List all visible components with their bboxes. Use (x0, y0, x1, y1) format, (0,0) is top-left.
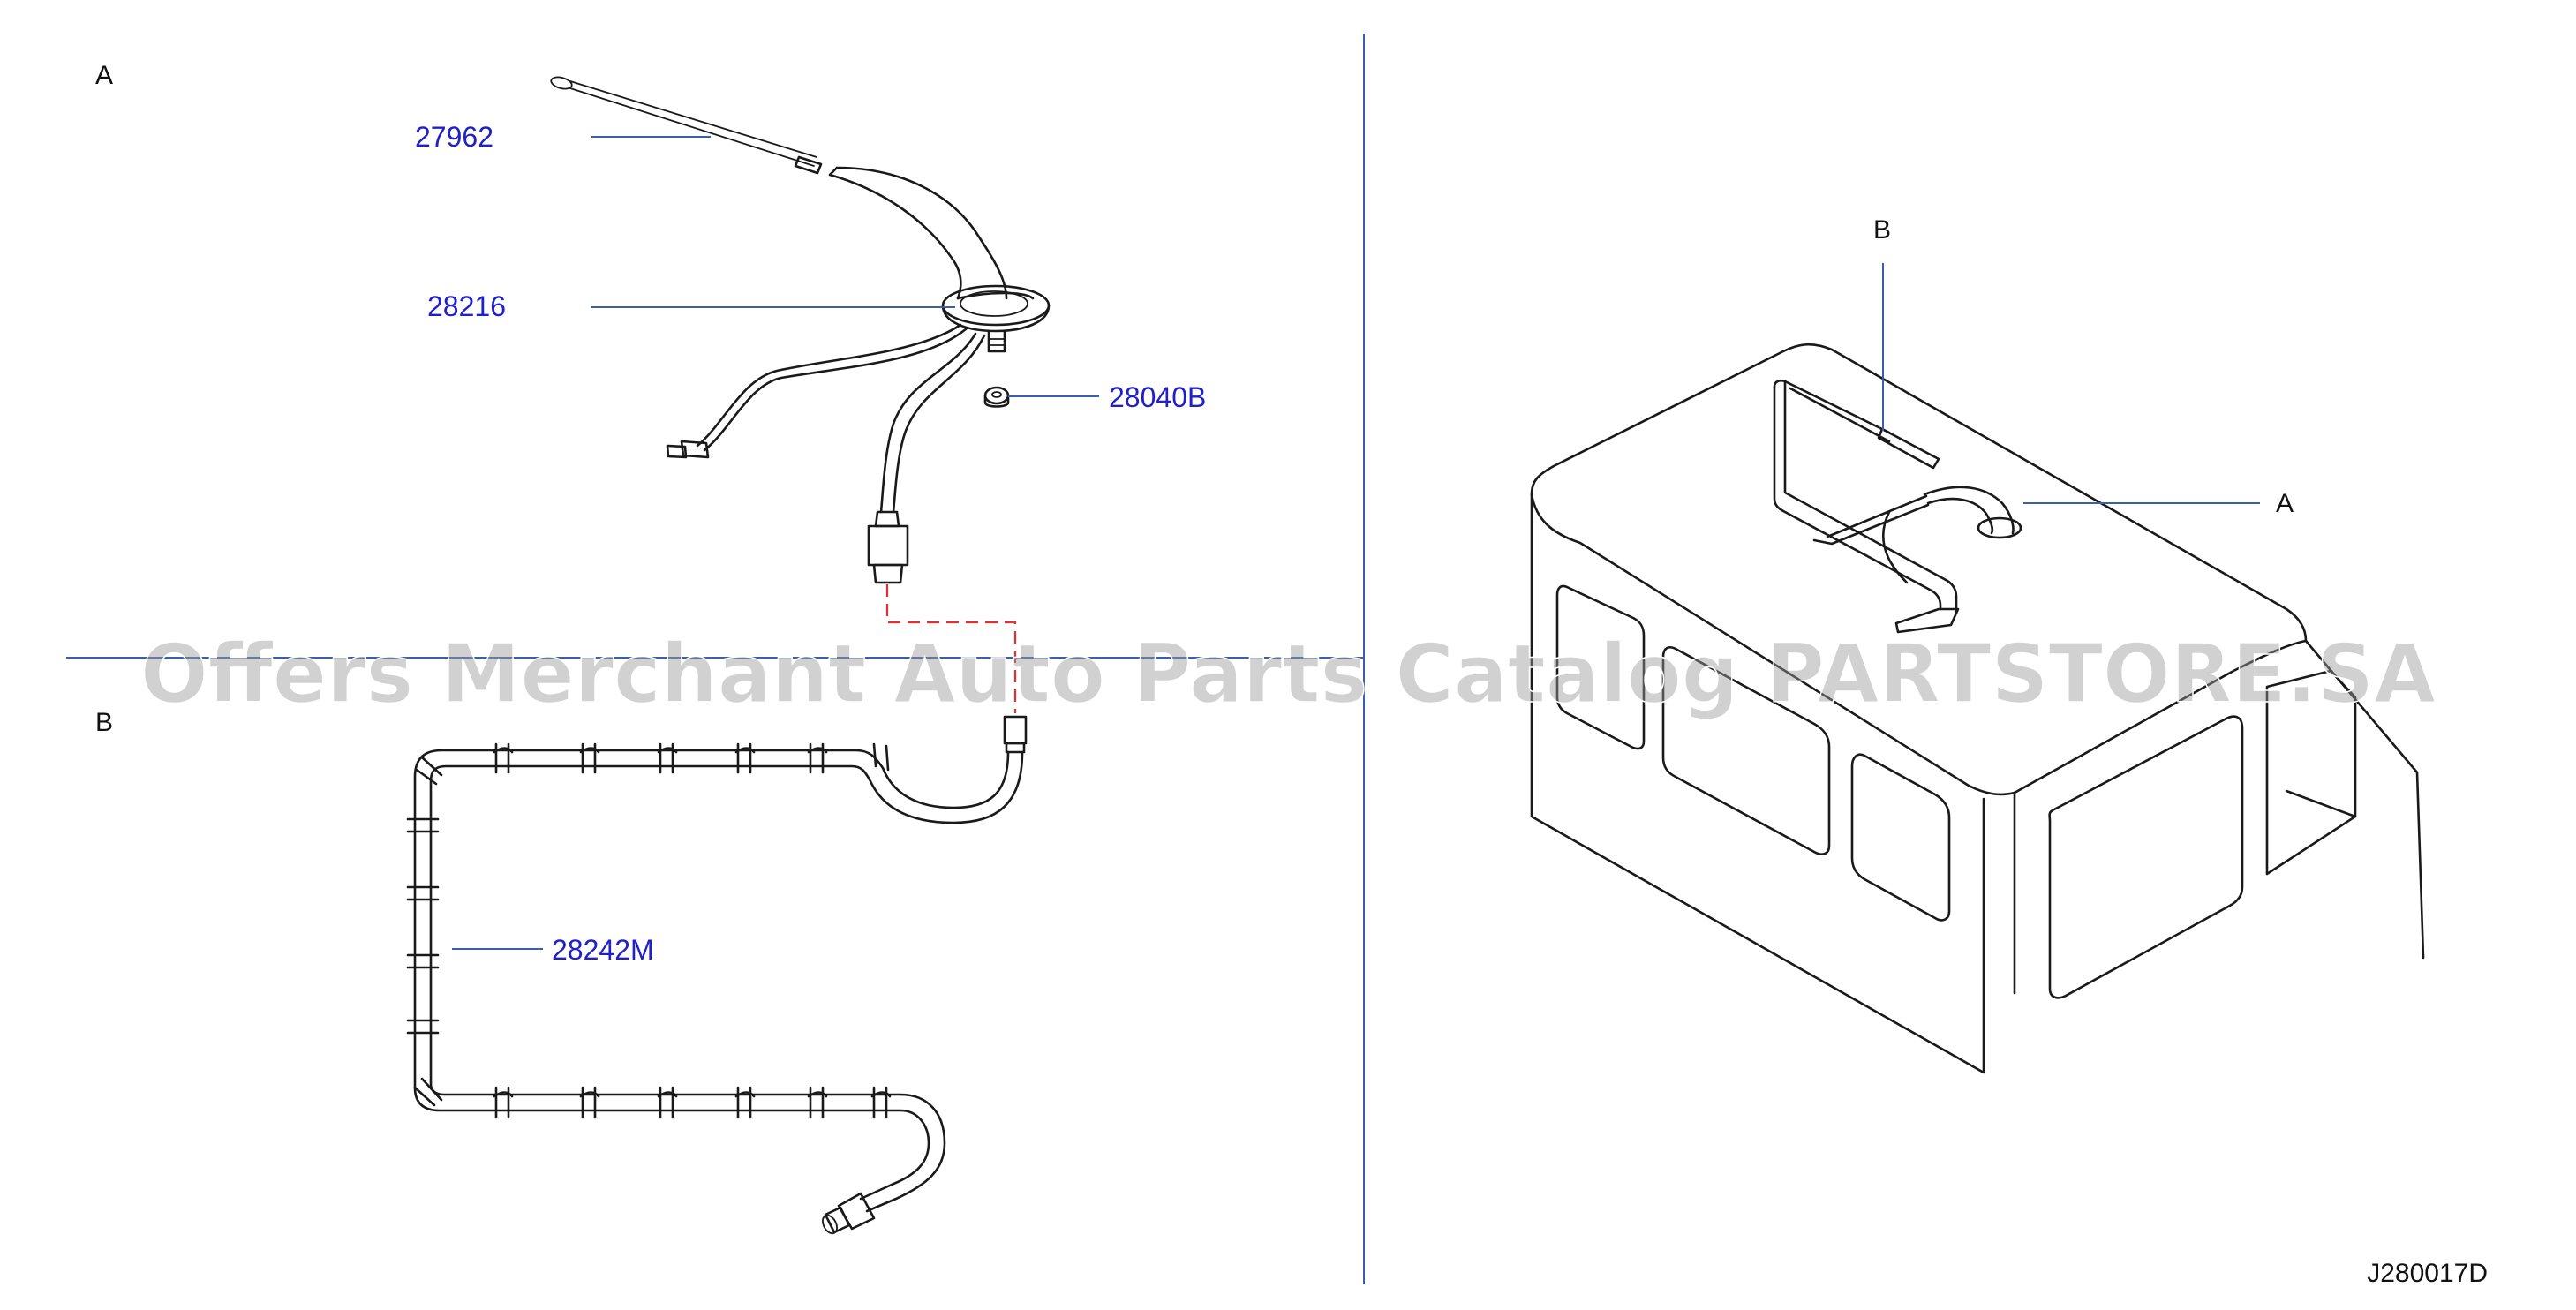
vehicle-callout-a: A (2276, 489, 2294, 518)
antenna-rod-drawing (550, 76, 823, 175)
vehicle-roof-drawing (1530, 343, 2425, 1074)
detail-a-label: A (95, 61, 113, 90)
part-number-28216[interactable]: 28216 (427, 290, 506, 322)
part-number-28040b[interactable]: 28040B (1109, 381, 1206, 413)
diagram-code: J280017D (2367, 1259, 2488, 1288)
detail-b-label: B (95, 708, 113, 737)
feeder-harness-drawing (406, 715, 1028, 1235)
watermark-text: Offers Merchant Auto Parts Catalog PARTS… (140, 627, 2436, 721)
part-number-28242m[interactable]: 28242M (552, 934, 654, 966)
vehicle-callout-b: B (1873, 215, 1891, 245)
part-number-27962[interactable]: 27962 (415, 121, 493, 153)
nut-drawing (983, 386, 1010, 408)
connector-dashed-line (885, 584, 1017, 713)
antenna-base-drawing (666, 166, 1051, 584)
